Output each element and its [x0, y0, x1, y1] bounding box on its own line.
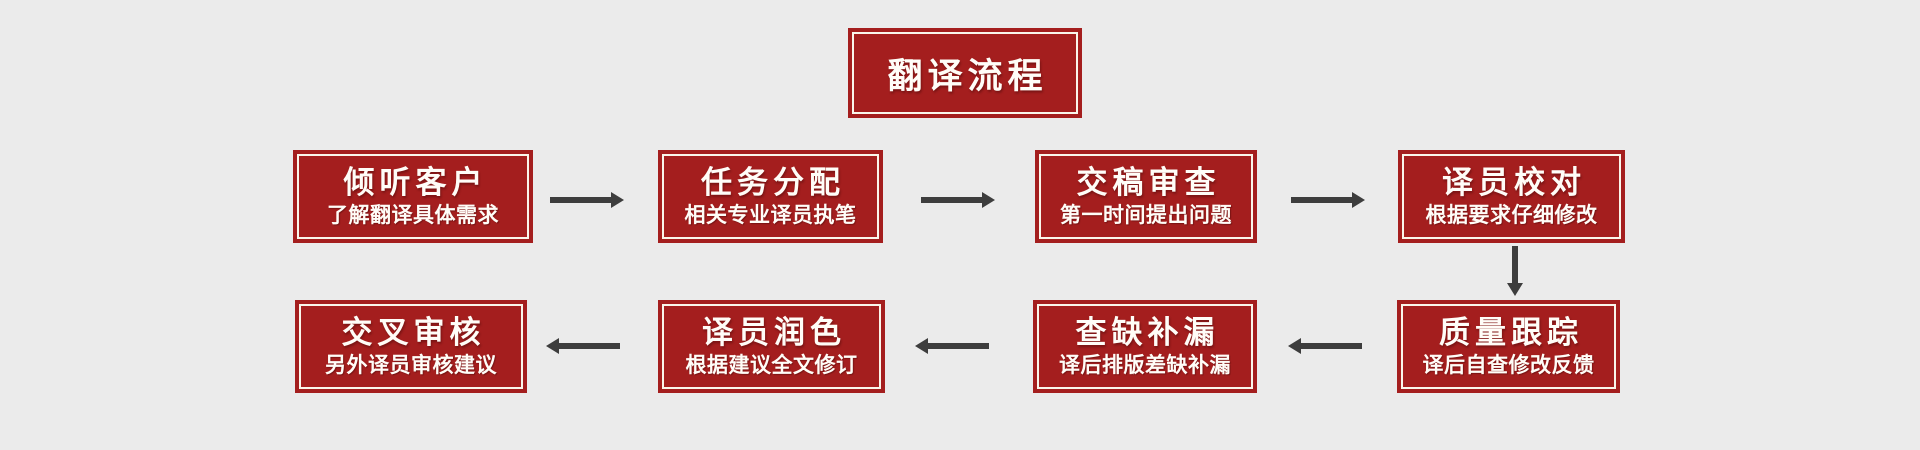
step-5-quality-tracking: 质量跟踪 译后自查修改反馈: [1397, 300, 1620, 393]
arrow-head: [915, 338, 928, 354]
step-subtitle: 根据建议全文修订: [685, 352, 858, 377]
arrow-shaft: [1291, 197, 1352, 203]
step-title: 倾听客户: [343, 164, 488, 201]
arrow-head: [1507, 283, 1523, 296]
step-3-draft-review: 交稿审查 第一时间提出问题: [1035, 150, 1257, 243]
step-subtitle: 第一时间提出问题: [1060, 202, 1232, 227]
arrow-right-icon-step2-to-step3: [921, 192, 995, 208]
arrow-head: [1352, 192, 1365, 208]
step-2-task-assignment: 任务分配 相关专业译员执笔: [658, 150, 883, 243]
step-7-translator-polishing: 译员润色 根据建议全文修订: [658, 300, 885, 393]
arrow-left-icon-step7-to-step8: [546, 338, 620, 354]
arrow-right-icon-step1-to-step2: [550, 192, 624, 208]
step-title: 任务分配: [701, 164, 845, 201]
step-8-cross-review: 交叉审核 另外译员审核建议: [295, 300, 527, 393]
step-subtitle: 根据要求仔细修改: [1425, 202, 1598, 227]
step-title: 译员校对: [1442, 164, 1586, 201]
arrow-shaft: [928, 343, 989, 349]
arrow-head: [611, 192, 624, 208]
arrow-left-icon-step6-to-step7: [915, 338, 989, 354]
arrow-shaft: [921, 197, 982, 203]
step-subtitle: 了解翻译具体需求: [327, 202, 499, 227]
step-4-translator-proofreading: 译员校对 根据要求仔细修改: [1398, 150, 1625, 243]
arrow-head: [982, 192, 995, 208]
step-subtitle: 译后排版差缺补漏: [1059, 352, 1231, 377]
step-subtitle: 另外译员审核建议: [325, 352, 497, 377]
step-subtitle: 相关专业译员执笔: [684, 202, 857, 227]
arrow-shaft: [1301, 343, 1362, 349]
arrow-shaft: [559, 343, 620, 349]
arrow-right-icon-step3-to-step4: [1291, 192, 1365, 208]
step-subtitle: 译后自查修改反馈: [1422, 352, 1595, 377]
step-6-gap-checking: 查缺补漏 译后排版差缺补漏: [1033, 300, 1257, 393]
arrow-down-icon-step4-to-step5: [1507, 246, 1523, 296]
step-title: 查缺补漏: [1075, 314, 1220, 351]
arrow-head: [1288, 338, 1301, 354]
step-title: 交稿审查: [1076, 164, 1221, 201]
step-title: 质量跟踪: [1439, 314, 1583, 351]
step-title: 交叉审核: [341, 314, 486, 351]
arrow-head: [546, 338, 559, 354]
flowchart-title-box: 翻译流程: [848, 28, 1082, 118]
arrow-shaft: [550, 197, 611, 203]
flowchart-title: 翻译流程: [887, 56, 1048, 97]
step-1-listen-to-client: 倾听客户 了解翻译具体需求: [293, 150, 533, 243]
step-title: 译员润色: [702, 314, 846, 351]
arrow-shaft: [1512, 246, 1518, 283]
arrow-left-icon-step5-to-step6: [1288, 338, 1362, 354]
